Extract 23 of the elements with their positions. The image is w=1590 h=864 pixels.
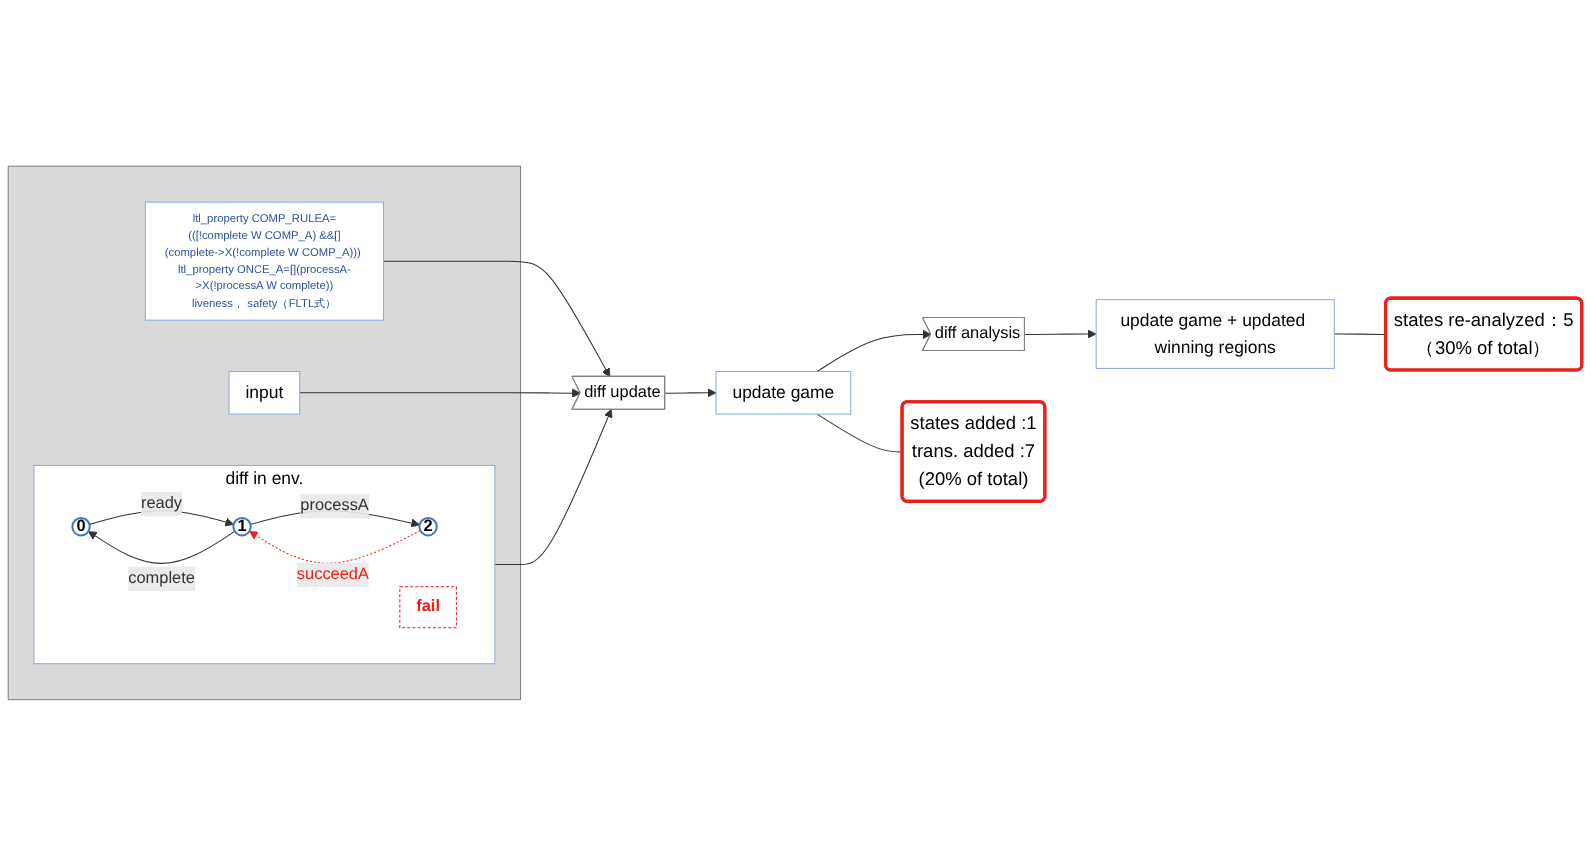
connector xyxy=(1333,332,1387,335)
arrow xyxy=(494,407,613,565)
arrow xyxy=(382,259,611,377)
edge-label: succeedA xyxy=(296,564,369,583)
arrow xyxy=(87,530,236,563)
arrow xyxy=(299,387,581,397)
node-circle: 2 xyxy=(418,516,438,536)
edge-label: complete xyxy=(128,568,195,587)
edge-label: processA xyxy=(300,496,369,514)
edge-label: ready xyxy=(141,493,183,512)
arrow xyxy=(1024,328,1097,338)
node-box: update game xyxy=(715,370,852,414)
node-circle: 0 xyxy=(71,516,91,536)
node-box: update game + updated winning regions xyxy=(1095,298,1335,368)
arrow xyxy=(249,529,421,563)
arrow xyxy=(664,387,717,397)
connector xyxy=(816,412,904,452)
cluster xyxy=(7,164,522,700)
node-circle: 1 xyxy=(232,516,252,536)
arrow xyxy=(88,509,235,526)
arrow xyxy=(816,329,932,372)
node-box: fail xyxy=(399,585,457,628)
node-box: input xyxy=(228,370,301,414)
